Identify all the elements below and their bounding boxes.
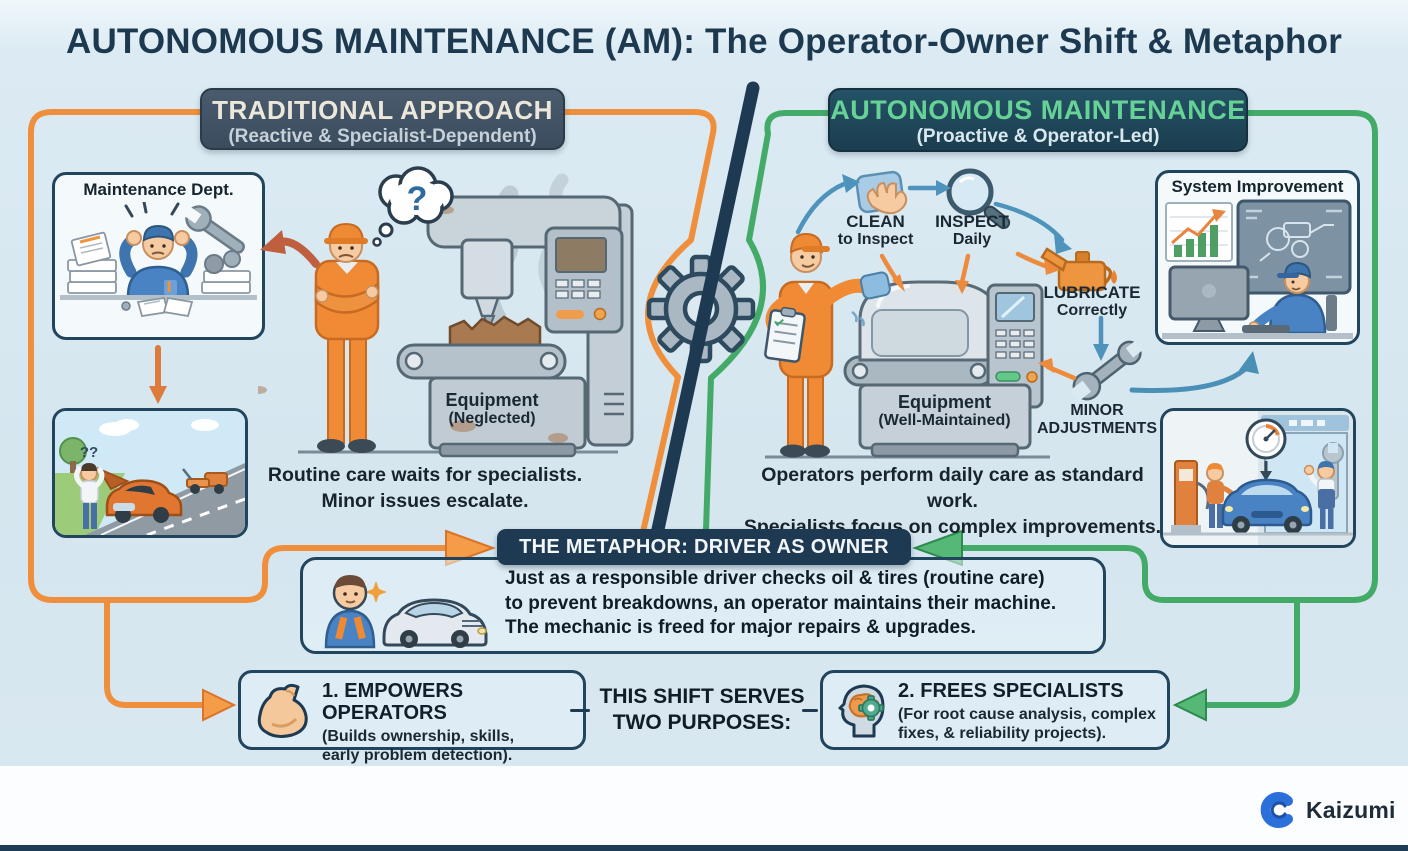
gauge-icon <box>1245 418 1287 481</box>
traditional-caption: Routine care waits for specialists. Mino… <box>267 464 583 512</box>
system-arrowhead <box>1239 351 1259 374</box>
green-branch-path <box>1203 597 1300 708</box>
autonomous-scene <box>764 168 1145 459</box>
engine-blueprint-icon <box>1259 222 1334 262</box>
clipboard-icon <box>764 306 806 363</box>
car-breakdown-illustration: ?? <box>55 411 245 535</box>
mechanic-bust-icon <box>324 575 376 649</box>
bubble-question-mark: ? <box>407 180 428 218</box>
bottom-bar <box>0 845 1408 851</box>
right-dash <box>802 709 818 712</box>
maintenance-dept-box: Maintenance Dept. <box>52 172 265 340</box>
shift-purposes-text: THIS SHIFT SERVES TWO PURPOSES: <box>599 685 805 734</box>
traditional-header: TRADITIONAL APPROACH (Reactive & Special… <box>200 88 565 150</box>
blue-cycle-arrows <box>795 181 1104 349</box>
brand-logo: Kaizumi <box>1258 790 1396 830</box>
traditional-scene: ? <box>258 166 634 458</box>
inspect-magnifier-icon <box>946 168 1011 230</box>
lubricate-oilcan-icon <box>1040 247 1117 292</box>
stressed-worker-illustration <box>60 202 257 318</box>
purpose-two-text: 2. FREES SPECIALISTS (For root cause ana… <box>898 680 1156 742</box>
neglected-machine <box>258 195 634 458</box>
mechanic-figure <box>1303 461 1336 529</box>
dept-car-arrowhead <box>149 386 167 404</box>
bicep-icon <box>257 683 308 738</box>
fuel-pump-icon <box>1171 460 1210 533</box>
car-breakdown-box: ?? <box>52 408 248 538</box>
orange-purpose-arrowhead <box>202 688 237 722</box>
step-adjustments-label: MINOR ADJUSTMENTS <box>1036 402 1157 437</box>
orange-branch-path <box>104 597 206 708</box>
metaphor-text: Just as a responsible driver checks oil … <box>505 568 1057 638</box>
neglected-equipment-label: Equipment (Neglected) <box>445 390 539 428</box>
maintenance-dept-label: Maintenance Dept. <box>83 180 234 199</box>
broken-car-icon <box>96 466 183 523</box>
analytical-head-icon <box>838 684 885 738</box>
driver-owner-icon <box>324 575 488 649</box>
driver-figure <box>1206 463 1238 528</box>
checked-car-icon <box>1221 478 1313 534</box>
autonomous-header-title: AUTONOMOUS MAINTENANCE <box>830 95 1246 125</box>
green-divider-path <box>703 110 831 533</box>
center-divider <box>650 81 760 541</box>
traditional-header-subtitle: (Reactive & Specialist-Dependent) <box>228 126 537 147</box>
growth-chart-icon <box>1165 202 1233 262</box>
specialist-at-computer <box>1242 261 1327 335</box>
wellmaintained-equipment-label: Equipment (Well-Maintained) <box>878 392 1011 430</box>
car-question-marks: ?? <box>80 444 98 461</box>
clean-cloth-icon <box>855 170 908 215</box>
idle-operator-figure <box>314 222 380 453</box>
autonomous-header: AUTONOMOUS MAINTENANCE (Proactive & Oper… <box>828 88 1248 152</box>
am-operator-figure <box>764 232 891 458</box>
left-dash <box>570 709 590 712</box>
to-dept-arrowhead <box>260 230 286 254</box>
system-improvement-illustration <box>1162 199 1353 339</box>
footer-strip <box>0 766 1408 845</box>
traditional-header-title: TRADITIONAL APPROACH <box>212 95 553 125</box>
owner-car-icon <box>382 598 488 648</box>
orange-metaphor-arrowhead <box>445 529 496 567</box>
metaphor-title-pill: THE METAPHOR: DRIVER AS OWNER <box>497 529 911 565</box>
stranded-driver-icon: ?? <box>74 444 105 529</box>
brain-gear-icon <box>858 695 884 721</box>
orange-divider-path <box>562 109 717 535</box>
step-lubricate-label: LUBRICATE Correctly <box>1043 283 1141 320</box>
green-purpose-arrowhead <box>1172 688 1207 722</box>
system-improvement-box: System Improvement <box>1155 170 1360 345</box>
adjustments-wrench-icon <box>1069 339 1145 402</box>
page-title: AUTONOMOUS MAINTENANCE (AM): The Operato… <box>65 22 1343 61</box>
wellmaintained-machine <box>843 280 1044 458</box>
orange-left-path <box>28 109 449 603</box>
driver-care-box <box>1160 408 1356 548</box>
to-system-arrow <box>1129 363 1251 393</box>
step-clean-label: CLEAN to Inspect <box>837 212 914 249</box>
step-inspect-label: INSPECT Daily <box>935 212 1009 249</box>
thought-bubble-icon: ? <box>372 166 454 247</box>
brand-name: Kaizumi <box>1306 796 1396 823</box>
driver-care-illustration <box>1163 411 1353 545</box>
autonomous-header-subtitle: (Proactive & Operator-Led) <box>916 126 1160 147</box>
purpose-one-text: 1. EMPOWERS OPERATORS (Builds ownership,… <box>322 680 515 764</box>
green-right-path <box>959 110 1378 603</box>
tow-truck-icon <box>182 468 228 494</box>
green-metaphor-arrowhead <box>912 529 963 567</box>
kaizumi-logo-icon <box>1260 792 1293 828</box>
sparkle-icon <box>365 581 387 603</box>
wrench-icon <box>183 205 245 254</box>
system-improvement-label: System Improvement <box>1171 177 1344 196</box>
